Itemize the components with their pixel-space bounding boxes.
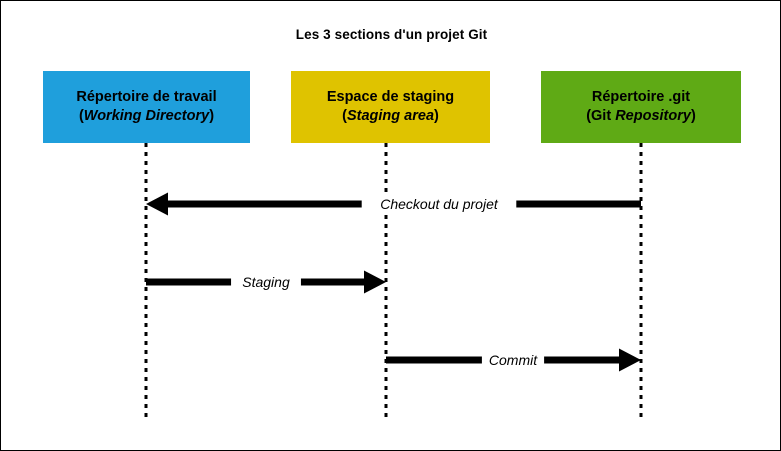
arrow-shaft-staging-0 bbox=[146, 278, 232, 286]
lane-box-git-repository[interactable]: Répertoire .git(Git Repository) bbox=[541, 71, 741, 143]
diagram-title: Les 3 sections d'un projet Git bbox=[295, 27, 488, 42]
arrow-label-commit: Commit bbox=[483, 353, 543, 367]
lane-title-primary: Répertoire de travail bbox=[76, 89, 217, 106]
arrow-shaft-staging-1 bbox=[300, 278, 364, 286]
arrow-label-checkout: Checkout du projet bbox=[375, 197, 503, 211]
lane-secondary-italic: Staging area bbox=[346, 108, 435, 124]
lane-title-secondary: (Working Directory) bbox=[79, 107, 214, 126]
lane-title-primary: Espace de staging bbox=[326, 89, 455, 106]
lane-title-secondary: (Git Repository) bbox=[586, 107, 696, 126]
lane-secondary-prefix: ( bbox=[78, 108, 84, 124]
lane-secondary-prefix: (Git bbox=[586, 108, 616, 124]
lane-secondary-suffix: ) bbox=[690, 108, 696, 124]
lane-title-secondary: (Staging area) bbox=[342, 107, 439, 126]
arrow-head-checkout bbox=[146, 192, 168, 216]
arrow-head-staging bbox=[364, 270, 386, 294]
lane-box-staging-area[interactable]: Espace de staging(Staging area) bbox=[291, 71, 490, 143]
arrow-commit bbox=[386, 348, 641, 372]
arrow-head-commit bbox=[619, 348, 641, 372]
arrow-shaft-checkout-1 bbox=[516, 200, 641, 208]
lane-secondary-italic: Working Directory bbox=[83, 108, 210, 124]
lane-secondary-italic: Repository bbox=[615, 108, 691, 124]
arrow-staging bbox=[146, 270, 386, 294]
lane-secondary-suffix: ) bbox=[434, 108, 439, 124]
lane-secondary-suffix: ) bbox=[209, 108, 215, 124]
arrow-checkout bbox=[146, 192, 641, 216]
arrow-shaft-checkout-0 bbox=[168, 200, 362, 208]
arrow-shaft-commit-0 bbox=[386, 356, 482, 364]
lane-box-working-directory[interactable]: Répertoire de travail(Working Directory) bbox=[43, 71, 250, 143]
arrow-label-staging: Staging bbox=[237, 275, 295, 289]
lane-secondary-prefix: ( bbox=[342, 108, 347, 124]
lane-title-primary: Répertoire .git bbox=[591, 89, 691, 106]
arrow-shaft-commit-1 bbox=[544, 356, 619, 364]
arrow-group bbox=[146, 192, 641, 372]
